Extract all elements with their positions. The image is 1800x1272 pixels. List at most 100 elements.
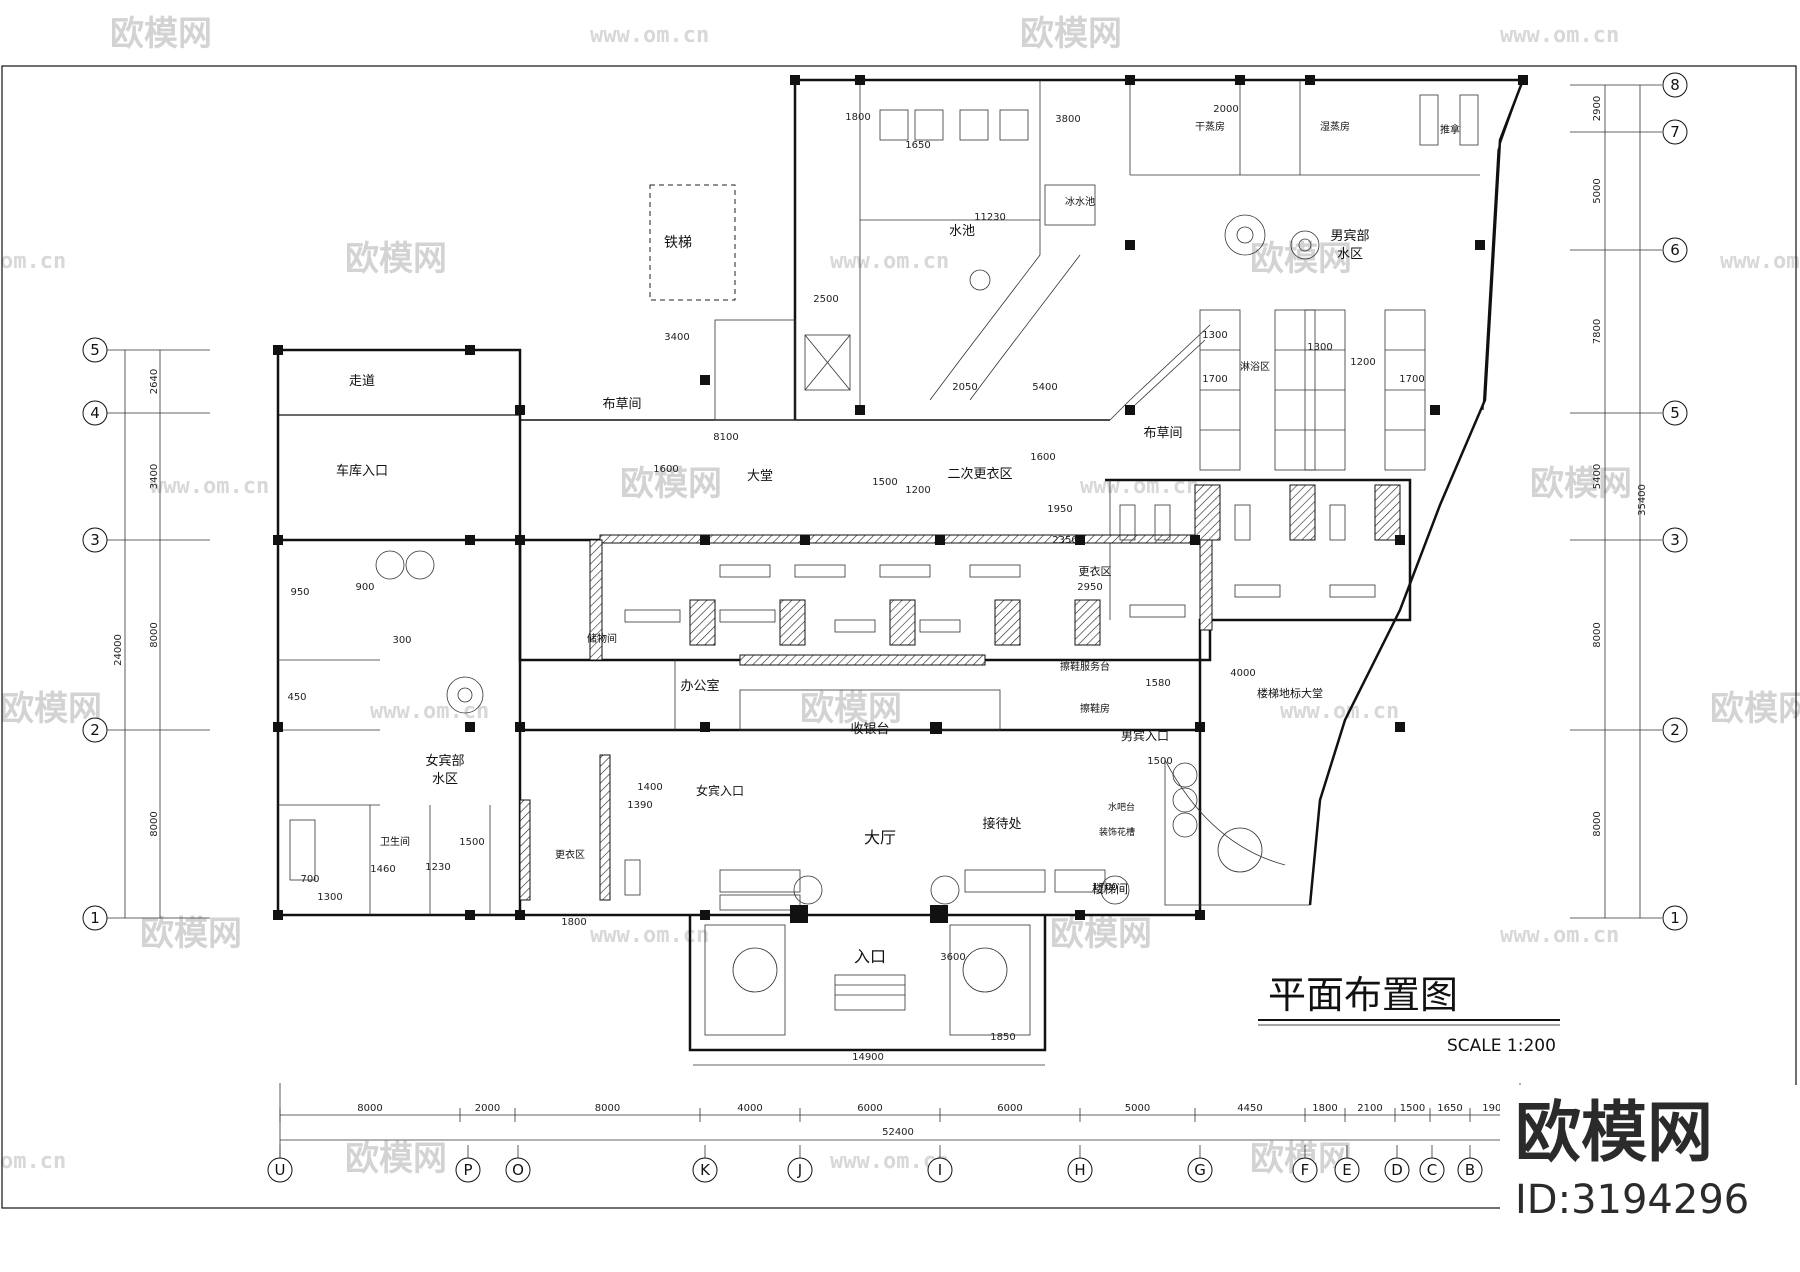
watermark-logo: 欧模网 (1530, 464, 1632, 504)
room-label: 楼梯地标大堂 (1257, 686, 1323, 700)
room-label: 布草间 (1143, 426, 1182, 441)
watermark-logo: 欧模网 (800, 689, 902, 729)
axis-marker: F (1292, 1157, 1318, 1183)
dimension-label: 2350 (1052, 535, 1077, 546)
watermark-logo: 欧模网 (1050, 914, 1152, 954)
axis-marker: P (455, 1157, 481, 1183)
dimension-label: 2950 (1077, 582, 1102, 593)
dimension-label: 8000 (357, 1103, 382, 1114)
dimension-label: 450 (287, 692, 306, 703)
dimension-label: 7800 (1592, 319, 1603, 344)
watermark-logo: 欧模网 (620, 464, 722, 504)
dimension-label: 1950 (1047, 504, 1072, 515)
dimension-label: 1230 (425, 862, 450, 873)
right-dimension-chain: 35400 (1604, 85, 1648, 918)
axis-label: I (938, 1161, 942, 1179)
watermark-url: www.om.cn (1500, 23, 1619, 48)
left-total-dim: 24000 (113, 634, 124, 666)
room-label: 擦鞋服务台 (1060, 660, 1110, 673)
axis-marker: O (505, 1157, 531, 1183)
dimension-label: 2100 (1357, 1103, 1382, 1114)
left-dimension-chain: 24000 (113, 350, 161, 918)
dimension-label: 1500 (1147, 756, 1172, 767)
room-label: 办公室 (680, 678, 719, 694)
dimension-label: 1390 (627, 800, 652, 811)
dimension-label: 5400 (1592, 464, 1603, 489)
watermark-logo: 欧模网 (345, 239, 447, 279)
axis-marker: 1 (82, 905, 108, 931)
dimension-label: 3600 (940, 952, 965, 963)
watermark-url: www.om.cn (830, 249, 949, 274)
dimension-label: 3800 (1055, 114, 1080, 125)
axis-marker: H (1067, 1157, 1093, 1183)
dimension-label: 6000 (997, 1103, 1022, 1114)
dimension-label: 1700 (1399, 374, 1424, 385)
dimension-label: 1700 (1202, 374, 1227, 385)
axis-marker: G (1187, 1157, 1213, 1183)
room-label: 淋浴区 (1240, 360, 1270, 373)
watermark-url: om.cn (0, 249, 66, 274)
dimension-label: 950 (290, 587, 309, 598)
axis-label: H (1074, 1161, 1085, 1179)
brand-stamp: 欧模网 ID:3194296 (1500, 1085, 1800, 1272)
axis-label: F (1301, 1161, 1310, 1179)
axis-marker: 2 (1662, 717, 1688, 743)
axis-label: U (275, 1161, 286, 1179)
room-label: 大堂 (747, 469, 773, 484)
room-label: 楼梯间 (1092, 881, 1128, 896)
axis-label: K (700, 1161, 711, 1179)
dimension-label: 1580 (1145, 678, 1170, 689)
watermark-logo: 欧模网 (1250, 239, 1352, 279)
room-label: 大厅 (864, 828, 896, 847)
axis-marker: E (1334, 1157, 1360, 1183)
dimension-label: 700 (300, 874, 319, 885)
room-label: 接待处 (982, 816, 1021, 832)
dimension-label: 1850 (990, 1032, 1015, 1043)
drawing-title: 平面布置图 (1268, 973, 1458, 1017)
room-label: 女宾部水区 (425, 753, 464, 787)
drawing-frame (1, 65, 1797, 1209)
room-label: 入口 (854, 947, 886, 966)
drawing-scale: SCALE 1:200 (1447, 1036, 1556, 1056)
watermark-logo: 欧模网 (0, 689, 102, 729)
benches (624, 504, 1376, 896)
axis-label: 1 (90, 909, 100, 927)
dimension-label: 3400 (664, 332, 689, 343)
dimension-label: 1300 (1202, 330, 1227, 341)
watermark-logo: 欧模网 (140, 914, 242, 954)
room-label: 二次更衣区 (947, 466, 1012, 482)
axis-marker: 1 (1662, 905, 1688, 931)
axis-label: 8 (1670, 76, 1680, 94)
axis-label: P (463, 1161, 472, 1179)
axis-marker: 5 (1662, 400, 1688, 426)
axis-label: D (1391, 1161, 1403, 1179)
dimension-label: 2900 (1592, 96, 1603, 121)
axis-marker: 5 (82, 337, 108, 363)
room-label: 水吧台 (1108, 801, 1135, 813)
dimension-label: 1650 (905, 140, 930, 151)
room-label: 水池 (949, 224, 975, 239)
dimension-label: 3400 (149, 464, 160, 489)
furniture (289, 94, 1479, 993)
room-label: 储物间 (587, 632, 617, 645)
dimension-label: 8000 (595, 1103, 620, 1114)
dimension-label: 11230 (974, 212, 1006, 223)
axis-marker: J (787, 1157, 813, 1183)
axis-marker: 7 (1662, 119, 1688, 145)
title-block: 平面布置图 SCALE 1:200 (1258, 973, 1560, 1056)
dimension-label: 1500 (459, 837, 484, 848)
dimension-label: 8000 (149, 811, 160, 836)
dimension-label: 2000 (1213, 104, 1238, 115)
room-label: 铁梯 (664, 235, 692, 251)
room-label: 装饰花槽 (1099, 826, 1135, 838)
watermark-logo: 欧模网 (110, 14, 212, 54)
dimension-label: 300 (392, 635, 411, 646)
axis-marker: K (692, 1157, 718, 1183)
axis-label: 2 (90, 721, 100, 739)
dimension-label: 4450 (1237, 1103, 1262, 1114)
axis-label: G (1194, 1161, 1206, 1179)
axis-marker: 8 (1662, 72, 1688, 98)
